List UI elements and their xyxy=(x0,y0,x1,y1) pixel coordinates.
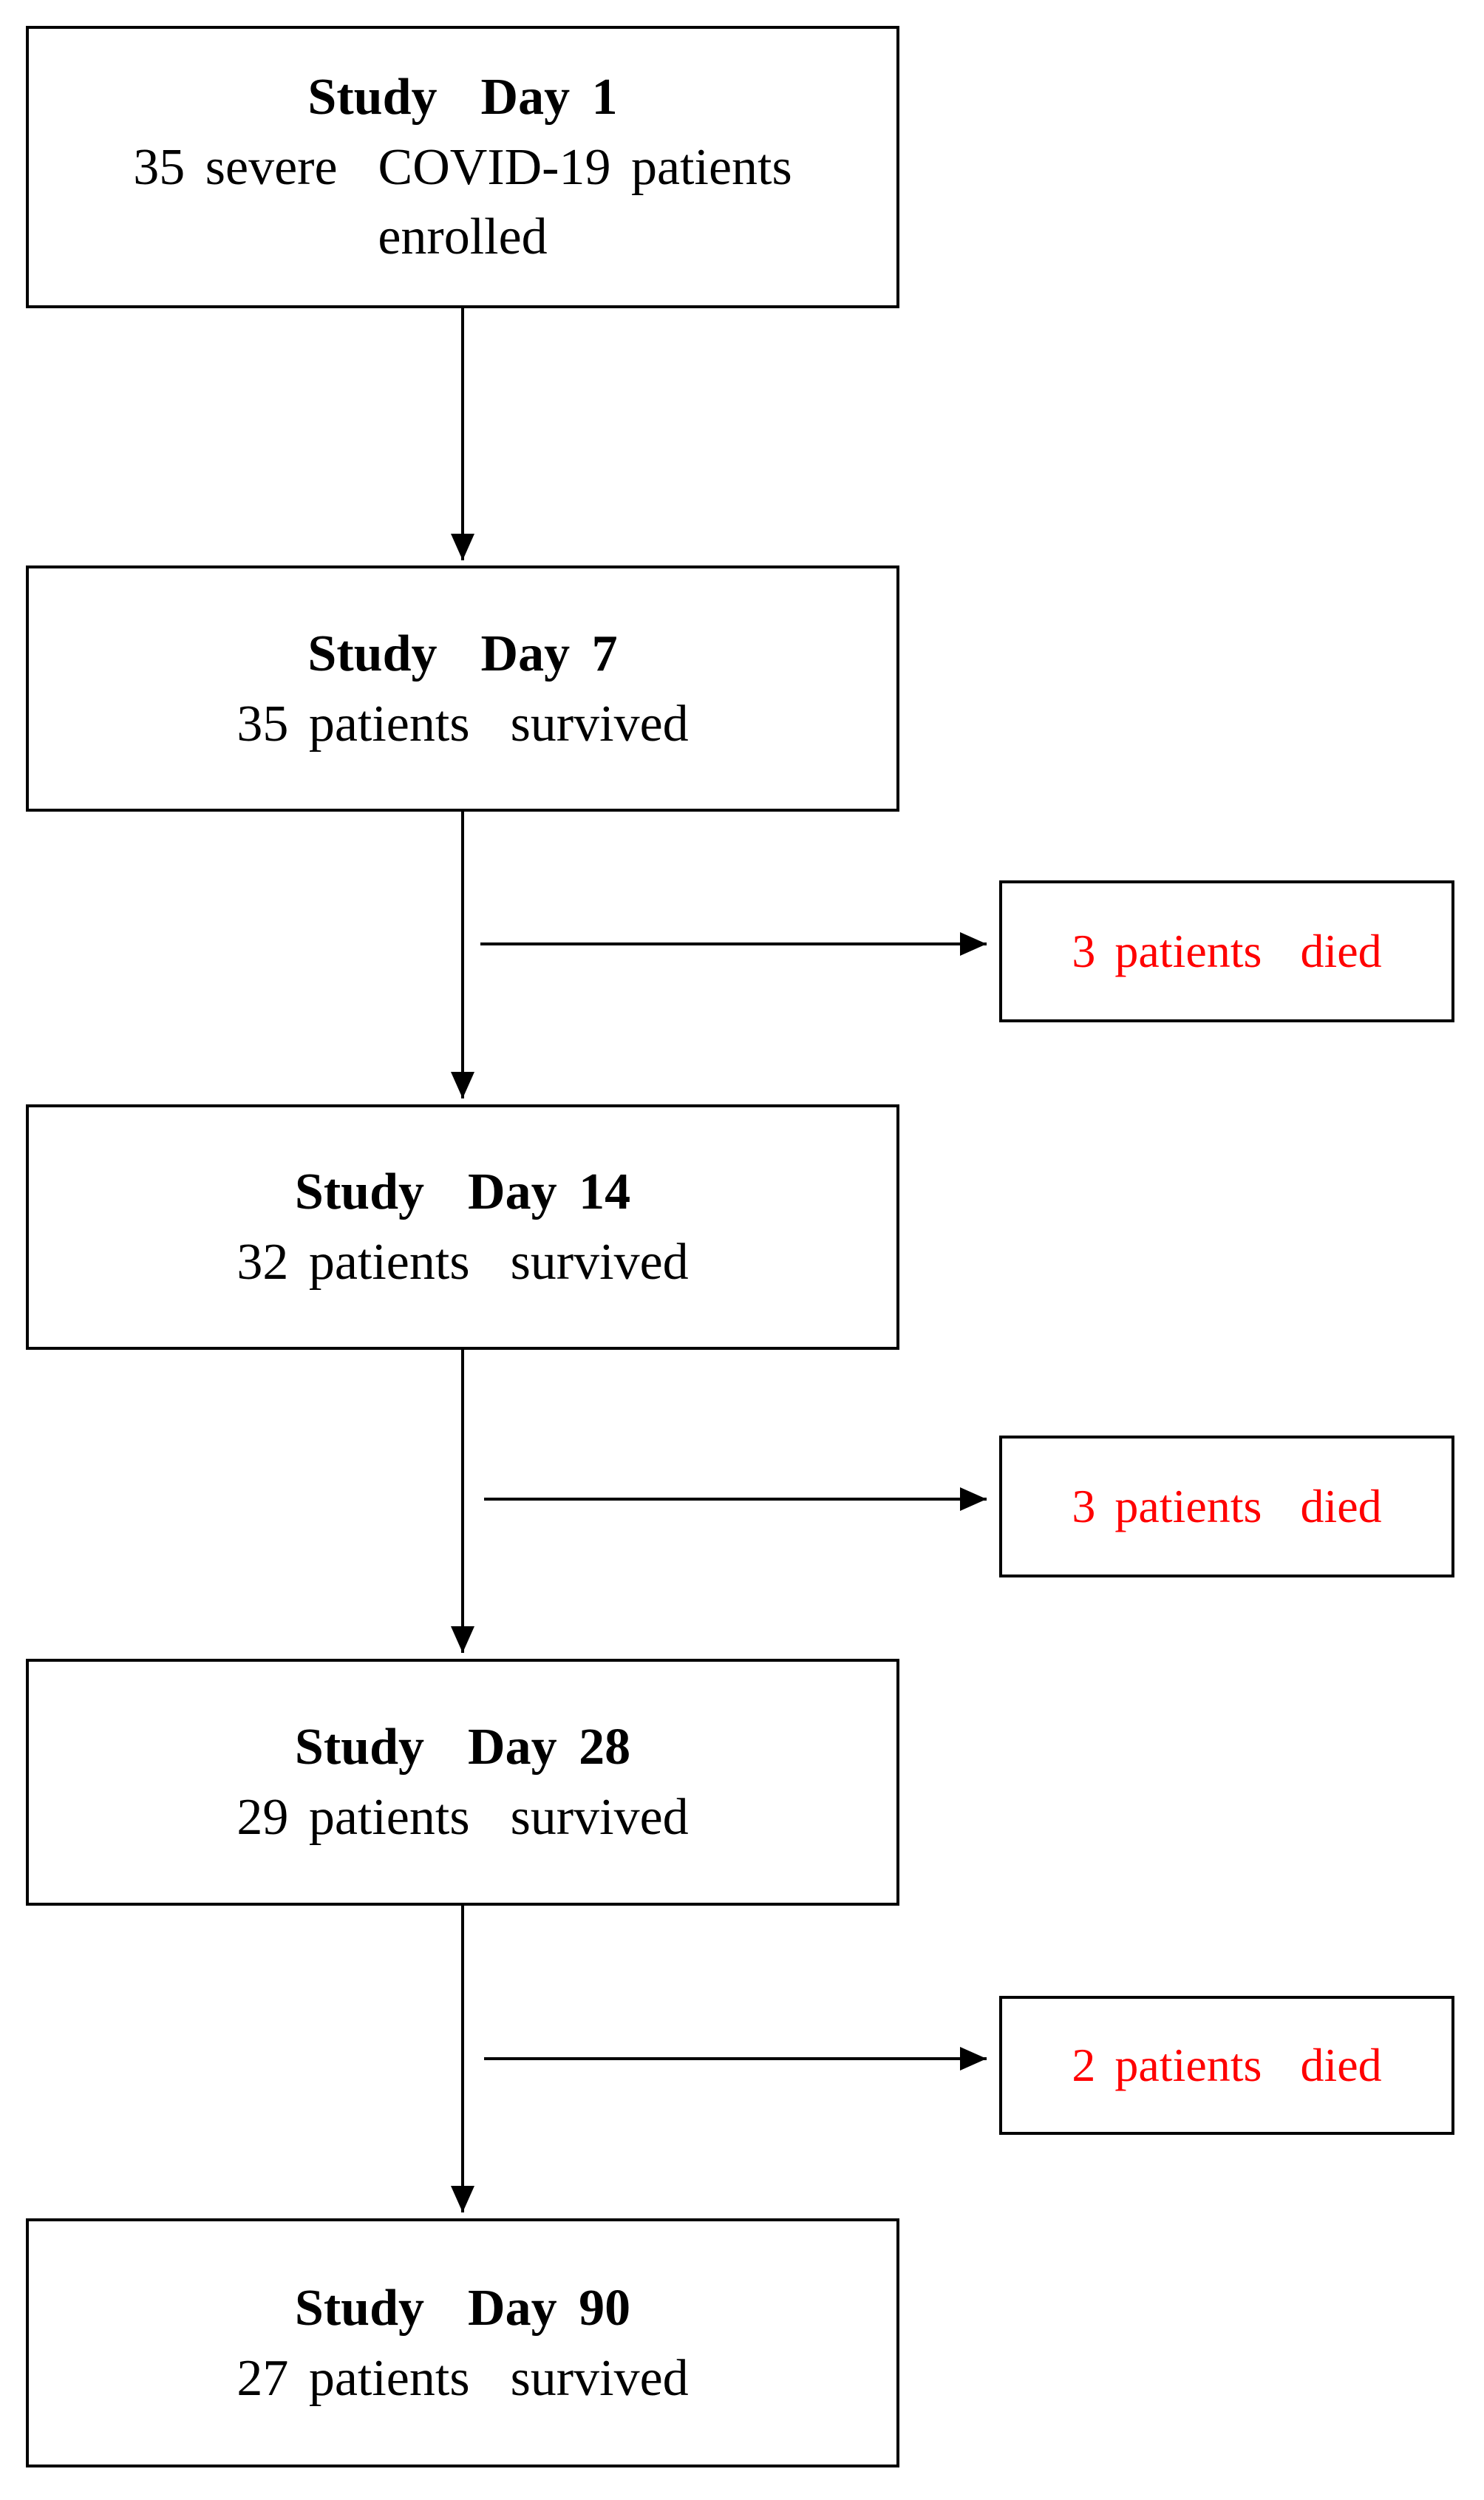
death-box-1: 3 patients died xyxy=(999,880,1454,1022)
death-box-2: 3 patients died xyxy=(999,1436,1454,1577)
stage-title: Study Day 14 xyxy=(294,1164,631,1220)
stage-text-line: 32 patients survived xyxy=(236,1234,689,1291)
stage-box-day-1: Study Day 1 35 severe COVID-19 patients … xyxy=(26,26,899,308)
stage-box-day-14: Study Day 14 32 patients survived xyxy=(26,1104,899,1350)
death-box-3: 2 patients died xyxy=(999,1996,1454,2135)
stage-text-line: enrolled xyxy=(378,208,548,265)
stage-box-day-28: Study Day 28 29 patients survived xyxy=(26,1659,899,1906)
stage-text-line: 35 severe COVID-19 patients xyxy=(133,139,792,196)
stage-box-day-90: Study Day 90 27 patients survived xyxy=(26,2218,899,2467)
stage-title: Study Day 7 xyxy=(307,625,618,682)
death-label: 2 patients died xyxy=(1072,2039,1382,2091)
death-label: 3 patients died xyxy=(1072,1480,1382,1532)
death-label: 3 patients died xyxy=(1072,925,1382,977)
stage-text-line: 27 patients survived xyxy=(236,2349,689,2407)
stage-box-day-7: Study Day 7 35 patients survived xyxy=(26,565,899,812)
stage-title: Study Day 90 xyxy=(294,2279,631,2337)
stage-title: Study Day 1 xyxy=(307,69,618,126)
stage-text-line: 35 patients survived xyxy=(236,695,689,753)
stage-text-line: 29 patients survived xyxy=(236,1789,689,1846)
stage-title: Study Day 28 xyxy=(294,1719,631,1776)
